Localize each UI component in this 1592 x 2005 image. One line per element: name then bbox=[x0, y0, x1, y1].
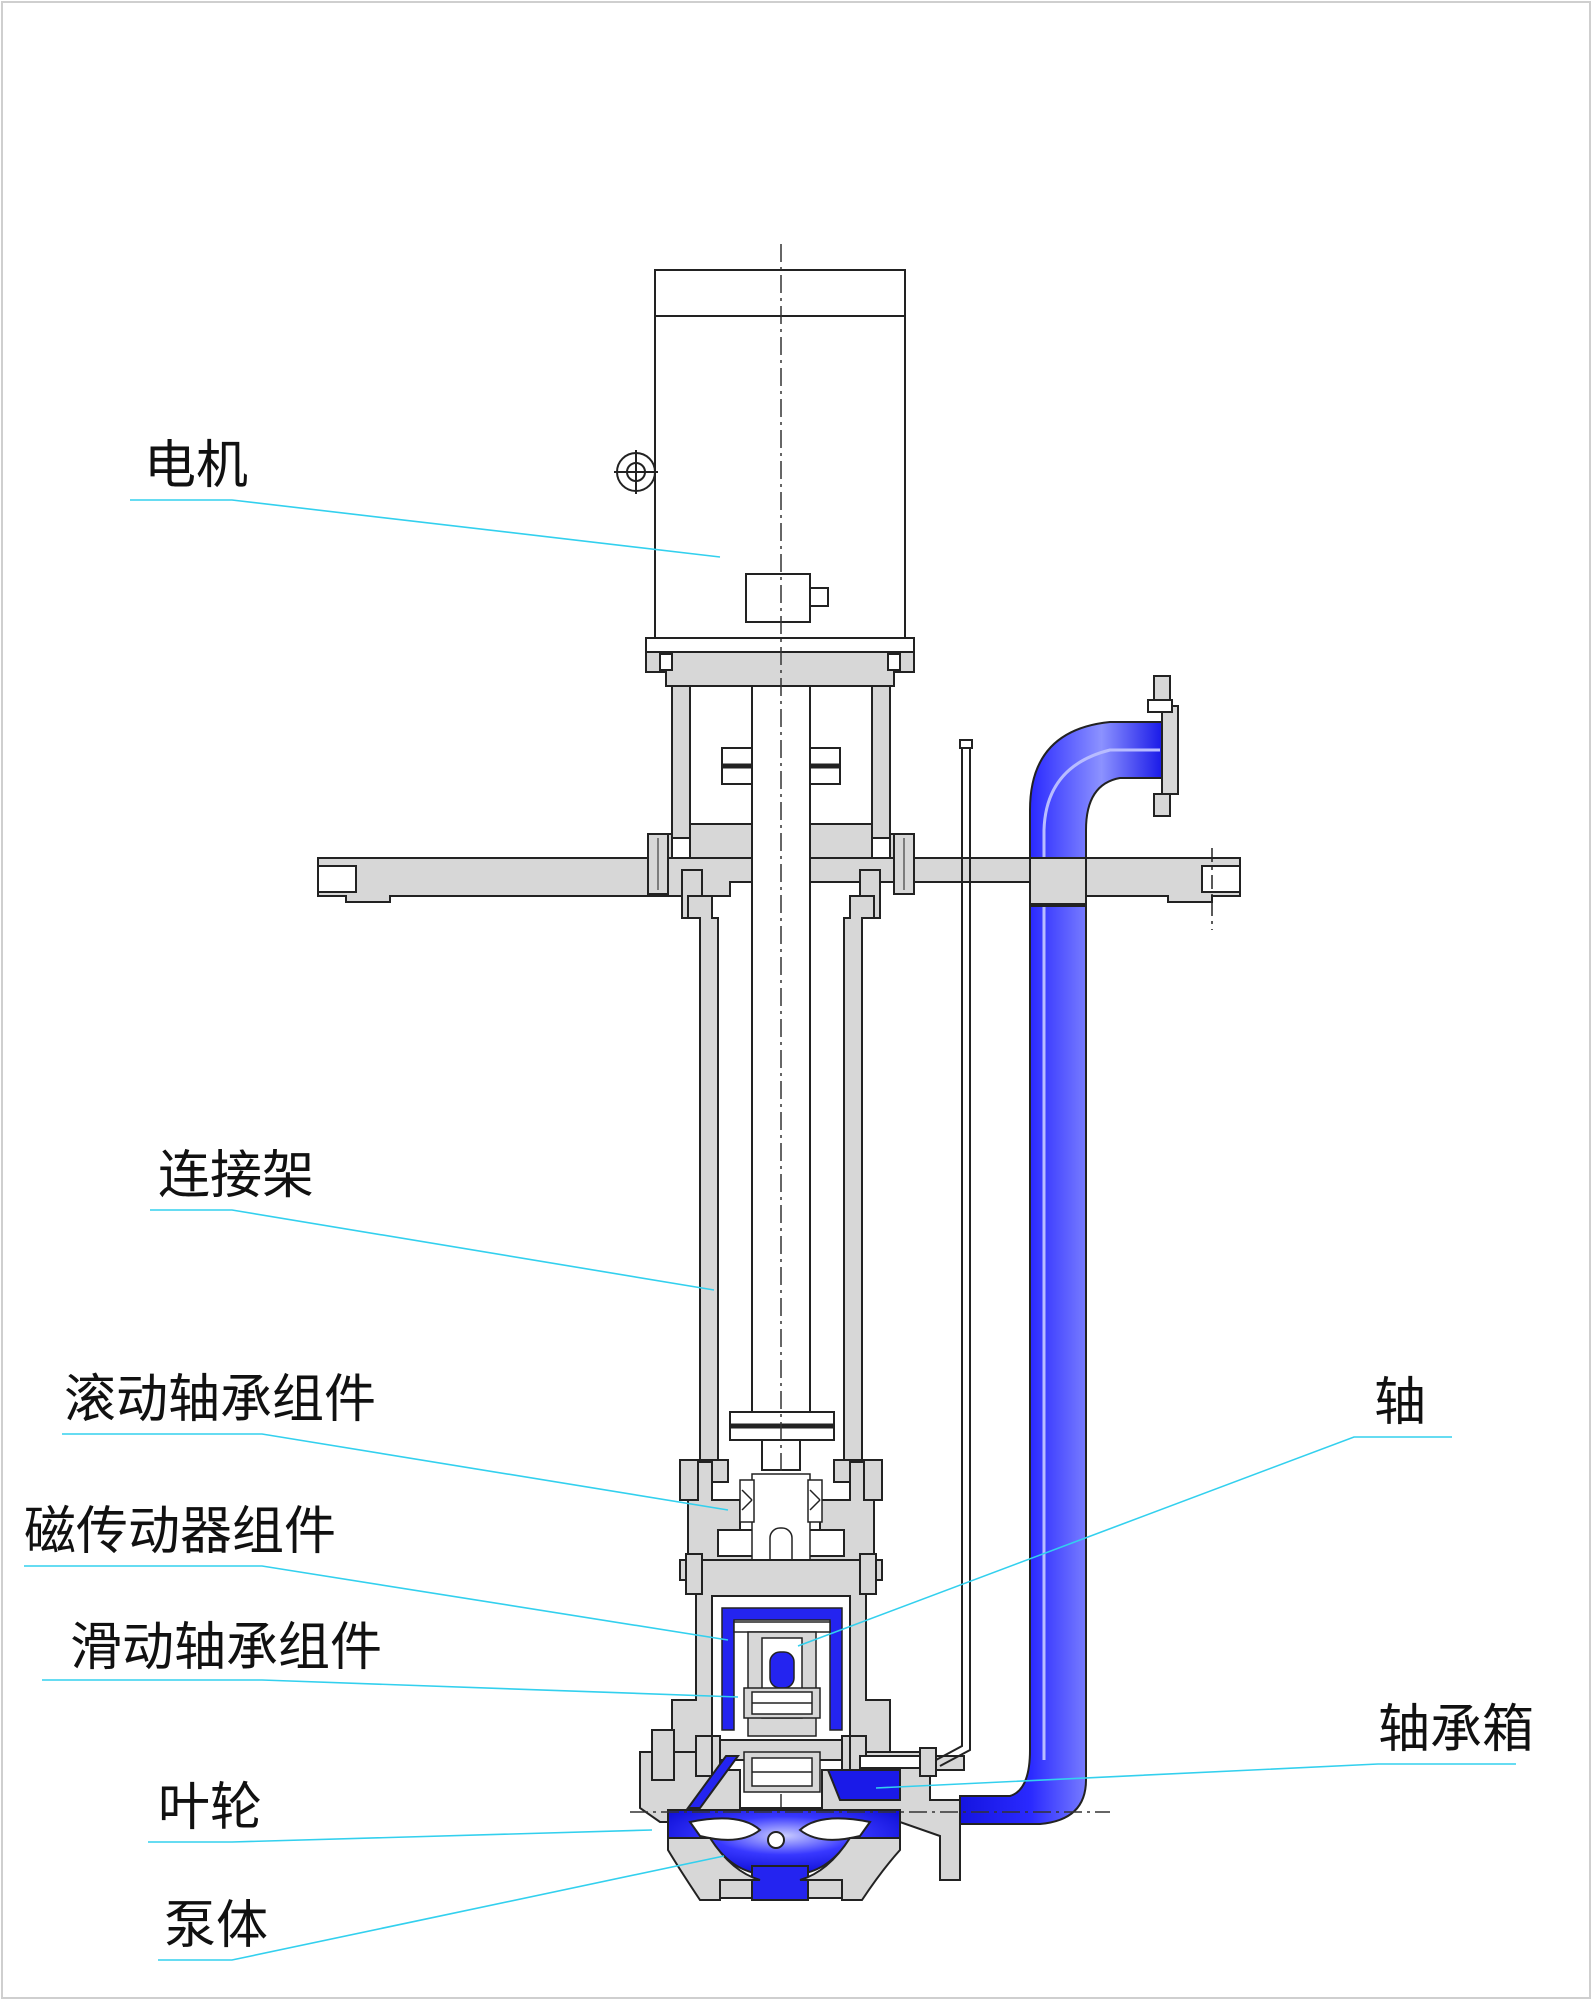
leader-bearing-box bbox=[875, 1763, 1516, 1789]
label-rolling-bearing: 滚动轴承组件 bbox=[64, 1370, 377, 1430]
label-motor: 电机 bbox=[144, 436, 249, 496]
leader-lines bbox=[24, 499, 1516, 1961]
label-impeller: 叶轮 bbox=[158, 1778, 263, 1838]
pump-body bbox=[667, 1837, 901, 1901]
motor-flange bbox=[645, 637, 915, 687]
rolling-bearing-balls bbox=[739, 1473, 823, 1573]
discharge-pipe bbox=[959, 721, 1163, 1825]
label-sliding-bearing: 滑动轴承组件 bbox=[70, 1618, 383, 1678]
leader-magnetic-drive bbox=[24, 1565, 729, 1641]
label-shaft: 轴 bbox=[1374, 1373, 1427, 1433]
rolling-bearing-housing bbox=[679, 1459, 883, 1581]
leader-motor bbox=[130, 499, 721, 558]
shaft bbox=[729, 685, 835, 1471]
leader-bracket bbox=[150, 1209, 715, 1291]
outlet-flange bbox=[1147, 675, 1179, 817]
drain-tube bbox=[686, 1755, 740, 1809]
leader-sliding-bearing bbox=[42, 1679, 739, 1698]
label-pump-body: 泵体 bbox=[164, 1896, 269, 1956]
leader-rolling-bearing bbox=[62, 1433, 729, 1511]
leader-shaft bbox=[797, 1436, 1452, 1647]
instrument-tube bbox=[935, 739, 973, 1767]
motor bbox=[614, 269, 906, 639]
label-magnetic-drive: 磁传动器组件 bbox=[24, 1502, 337, 1562]
leader-pump-body bbox=[158, 1855, 725, 1961]
label-bracket: 连接架 bbox=[158, 1146, 315, 1206]
sliding-bearing bbox=[743, 1687, 821, 1793]
label-bearing-box: 轴承箱 bbox=[1378, 1700, 1535, 1760]
leader-impeller bbox=[148, 1829, 653, 1843]
